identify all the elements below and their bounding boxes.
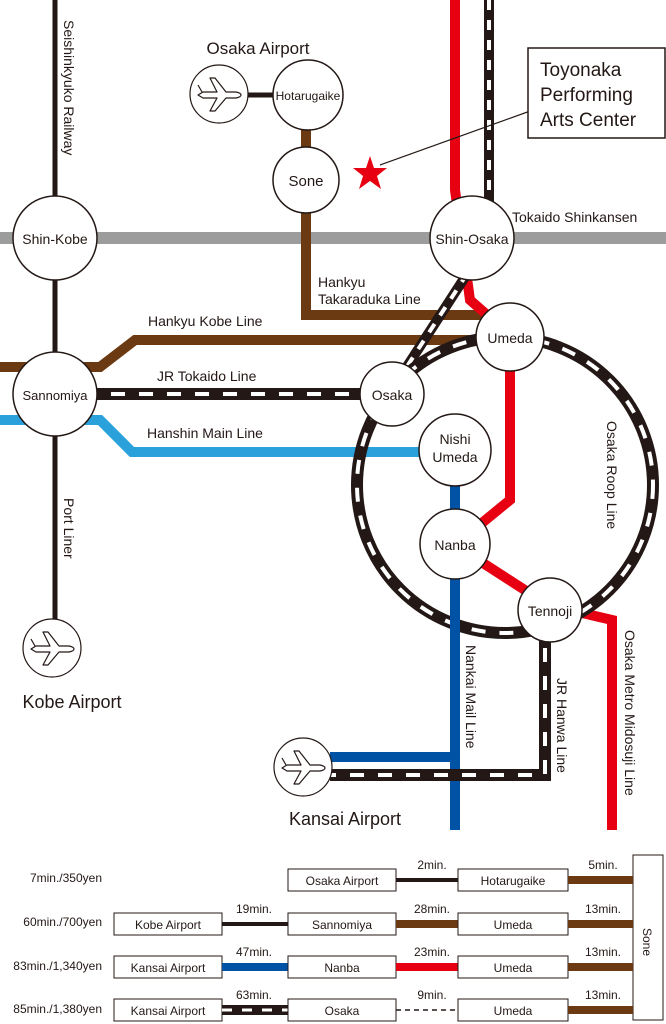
station-hotarugaike[interactable] — [272, 59, 344, 131]
route-1-stop-1: Osaka Airport — [306, 874, 379, 888]
station-shin-kobe[interactable] — [12, 195, 98, 281]
hankyu-kobe-label: Hankyu Kobe Line — [148, 313, 263, 329]
station-nishi-umeda-label-1: Nishi — [439, 431, 470, 447]
station-sannomiya-label: Sannomiya — [22, 388, 88, 403]
station-osaka-label: Osaka — [372, 387, 413, 403]
landmark-label-2: Performing — [540, 85, 633, 106]
station-shin-kobe-label: Shin-Kobe — [22, 231, 88, 247]
jr-hanwa-label: JR Hanwa Line — [554, 678, 570, 773]
station-hotarugaike-label: Hotarugaike — [276, 89, 341, 103]
destination-label: Sone — [640, 928, 654, 956]
landmark-label-3: Arts Center — [540, 110, 637, 131]
seishinkyuko-label: Seishinkyuko Railway — [61, 20, 77, 155]
star-icon — [353, 156, 387, 189]
route-2-stop-1: Kobe Airport — [135, 918, 202, 932]
kobe-airport-plane-icon — [22, 618, 82, 678]
station-nanba[interactable] — [419, 508, 491, 580]
route-4-time-1: 63min. — [236, 988, 272, 1002]
station-nanba-label: Nanba — [434, 537, 475, 553]
route-2-stop-3: Umeda — [494, 918, 533, 932]
route-1-time-1: 2min. — [417, 858, 446, 872]
takaraduka-label-2: Takaraduka Line — [318, 291, 421, 307]
station-tennoji[interactable] — [517, 577, 583, 643]
route-4-time-3: 13min. — [585, 988, 621, 1002]
route-2-time-1: 19min. — [236, 902, 272, 916]
shinkansen-label: Tokaido Shinkansen — [512, 209, 637, 225]
route-2-time-3: 13min. — [585, 902, 621, 916]
route-4-time-2: 9min. — [417, 988, 446, 1002]
route-4-stop-1: Kansai Airport — [131, 1004, 206, 1018]
route-table: Sone 7min./350yen Osaka Airport 2min. Ho… — [13, 854, 664, 1022]
kansai-airport-label: Kansai Airport — [289, 809, 401, 829]
station-nishi-umeda-label-2: Umeda — [432, 449, 477, 465]
station-umeda-label: Umeda — [487, 330, 532, 346]
station-tennoji-label: Tennoji — [528, 603, 572, 619]
route-3-stop-3: Umeda — [494, 961, 533, 975]
station-nishi-umeda[interactable] — [418, 413, 492, 487]
station-sannomiya[interactable] — [12, 351, 98, 437]
osaka-airport-label: Osaka Airport — [207, 39, 310, 58]
route-1-stop-2: Hotarugaike — [481, 874, 546, 888]
route-total-2: 60min./700yen — [23, 915, 102, 929]
nankai-label: Nankai Mail Line — [463, 645, 479, 749]
route-3-stop-2: Nanba — [324, 961, 360, 975]
station-sone[interactable] — [272, 146, 340, 214]
station-umeda[interactable] — [475, 302, 545, 372]
route-total-4: 85min./1,380yen — [13, 1002, 102, 1016]
jr-tokaido-label: JR Tokaido Line — [157, 368, 257, 384]
route-total-1: 7min./350yen — [30, 871, 102, 885]
route-3-time-3: 13min. — [585, 945, 621, 959]
osaka-roop-label: Osaka Roop Line — [604, 421, 620, 529]
landmark-box — [527, 47, 666, 139]
station-osaka[interactable] — [359, 361, 425, 427]
route-total-3: 83min./1,340yen — [13, 959, 102, 973]
kansai-airport-plane-icon — [273, 737, 333, 797]
station-shin-osaka[interactable] — [429, 195, 515, 281]
takaraduka-label-1: Hankyu — [318, 274, 365, 290]
kobe-airport-label: Kobe Airport — [22, 692, 121, 712]
route-4-stop-2: Osaka — [325, 1004, 360, 1018]
jr-hanwa-line — [330, 620, 551, 781]
route-2-stop-2: Sannomiya — [312, 918, 372, 932]
midosuji-label: Osaka Metro Midosuji Line — [622, 630, 638, 796]
route-2-time-2: 28min. — [414, 902, 450, 916]
port-liner-label: Port Liner — [61, 498, 77, 559]
route-3-time-1: 47min. — [236, 945, 272, 959]
hanshin-main-label: Hanshin Main Line — [147, 425, 263, 441]
landmark-label-1: Toyonaka — [540, 60, 622, 81]
route-3-stop-1: Kansai Airport — [131, 961, 206, 975]
route-1-time-2: 5min. — [588, 858, 617, 872]
station-sone-label: Sone — [288, 173, 323, 190]
route-4-stop-3: Umeda — [494, 1004, 533, 1018]
station-shin-osaka-label: Shin-Osaka — [435, 231, 508, 247]
osaka-airport-plane-icon — [189, 64, 249, 124]
route-3-time-2: 23min. — [414, 945, 450, 959]
